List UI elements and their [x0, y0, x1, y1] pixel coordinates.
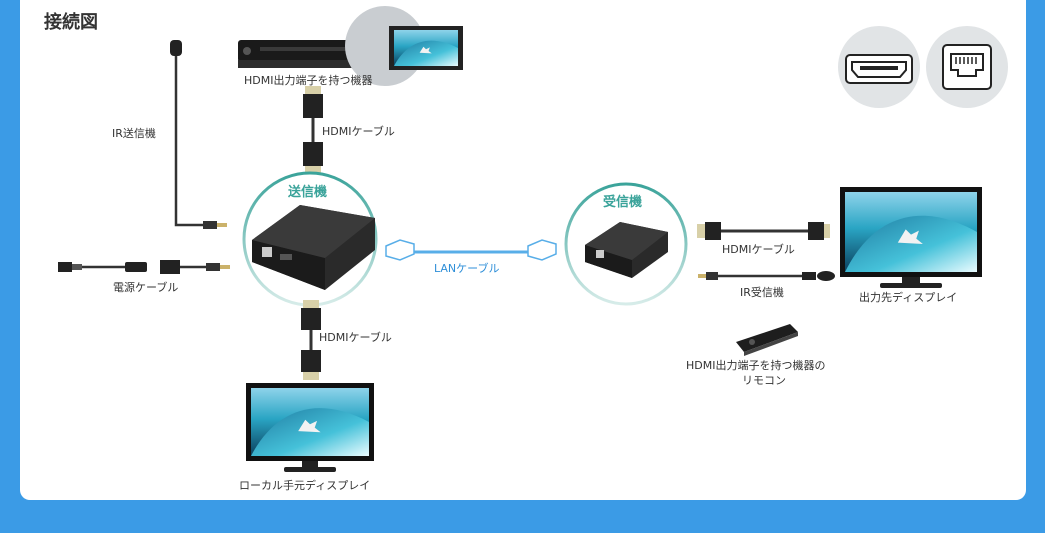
hdmi-cable-top: [303, 86, 323, 174]
remote-label-line2: リモコン: [742, 374, 786, 387]
remote-label-line1: HDMI出力端子を持つ機器の: [686, 359, 826, 372]
hdmi-cable-right: [697, 222, 830, 240]
local-display: [246, 383, 374, 472]
receiver: [564, 182, 688, 306]
hdmi-cable-bottom-label: HDMIケーブル: [319, 331, 392, 344]
lan-cable: [385, 239, 557, 261]
transmitter-label: 送信機: [288, 185, 328, 200]
source-device: [238, 6, 463, 86]
output-display: [840, 187, 982, 288]
ir-receiver: [698, 271, 835, 281]
hdmi-cable-top-label: HDMIケーブル: [322, 125, 395, 138]
lan-port-icon: [926, 26, 1008, 108]
local-display-label: ローカル手元ディスプレイ: [239, 479, 371, 492]
ir-sender-label: IR送信機: [112, 127, 156, 140]
lan-cable-label: LANケーブル: [434, 262, 500, 275]
hdmi-cable-bottom: [301, 300, 321, 380]
hdmi-port-icon: [838, 26, 920, 108]
power-cable: [58, 260, 230, 274]
transmitter: [242, 171, 378, 307]
power-cable-label: 電源ケーブル: [113, 281, 179, 294]
output-display-label: 出力先ディスプレイ: [859, 291, 958, 304]
ir-receiver-label: IR受信機: [740, 286, 784, 299]
receiver-label: 受信機: [603, 195, 643, 210]
page-title: 接続図: [44, 12, 98, 33]
hdmi-cable-right-label: HDMIケーブル: [722, 243, 795, 256]
source-device-label: HDMI出力端子を持つ機器: [244, 74, 373, 87]
remote-control: [736, 324, 798, 356]
ir-sender: [170, 40, 227, 229]
